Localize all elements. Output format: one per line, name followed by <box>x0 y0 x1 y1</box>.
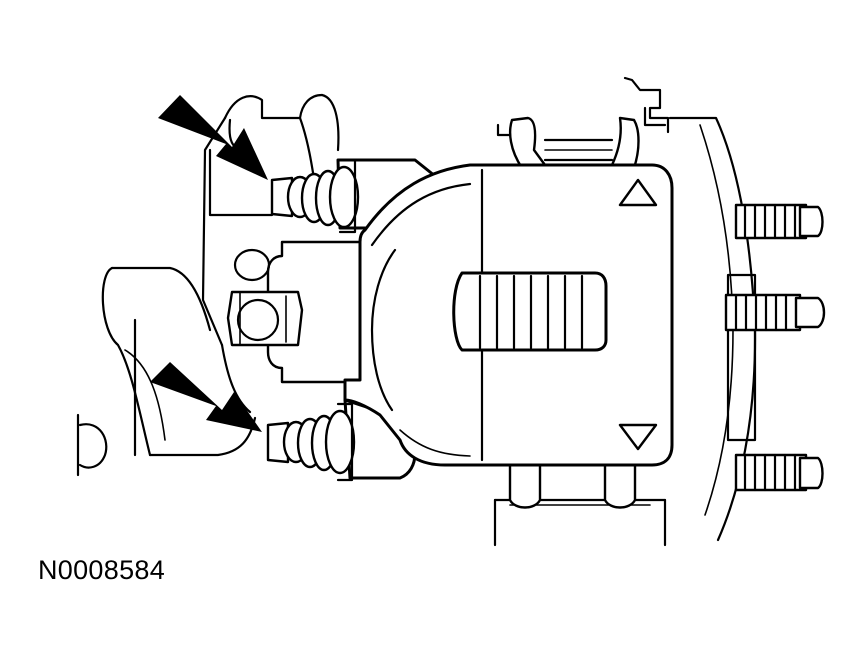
caliper-anchor-bracket <box>226 240 362 384</box>
arrow-upper-guide-pin-bolt <box>158 95 268 180</box>
brake-caliper-body <box>336 116 674 509</box>
caliper-arrow-up-mark <box>618 178 658 207</box>
wheel-stud-middle <box>724 293 826 332</box>
upper-guide-pin-bolt <box>270 158 360 234</box>
caliper-arrow-down-mark <box>618 423 658 451</box>
wheel-stud-lower <box>734 453 824 492</box>
figure-reference-code: N0008584 <box>38 555 166 585</box>
wheel-stud-upper <box>734 203 824 240</box>
arrow-icon <box>150 95 268 432</box>
caliper-piston-window <box>452 271 608 352</box>
arrow-lower-guide-pin-bolt <box>150 362 262 432</box>
wheel-studs <box>724 203 826 492</box>
lower-guide-pin-bolt <box>266 402 356 482</box>
